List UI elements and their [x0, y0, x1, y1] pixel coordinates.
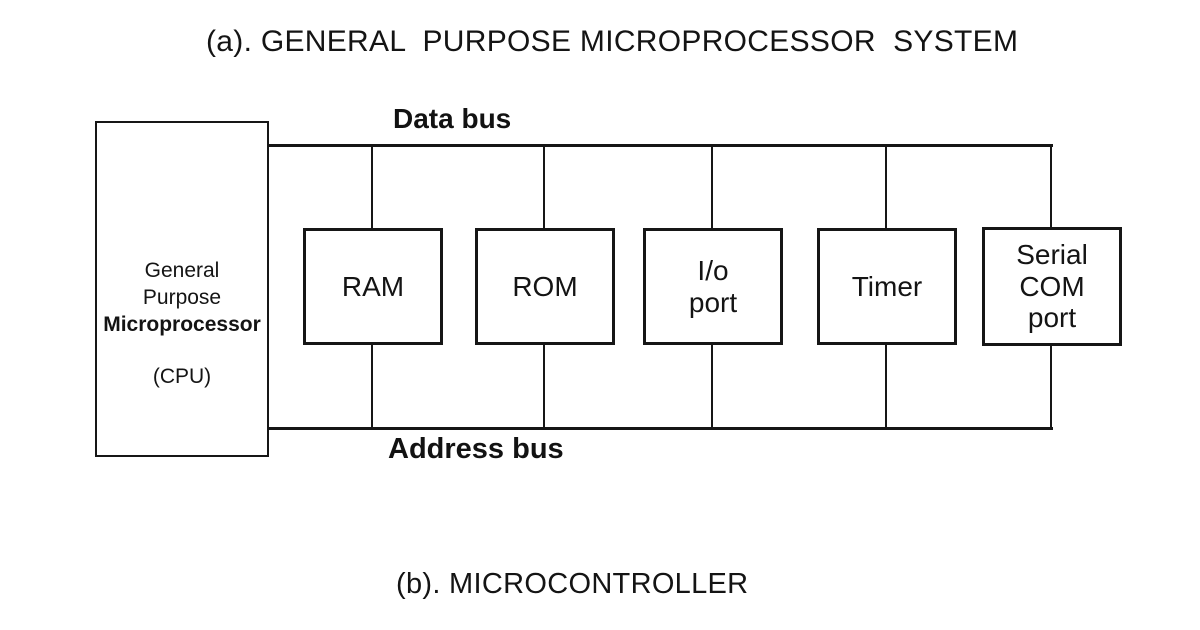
address-bus-connector-serial-com: [1050, 344, 1052, 428]
peripheral-label-timer: Timer: [851, 270, 923, 302]
data-bus-line: [269, 144, 1053, 147]
cpu-alias-text: (CPU): [152, 365, 212, 388]
peripheral-box-serial-com-port: Serial COM port: [982, 227, 1122, 346]
cpu-name-text: General Purpose: [142, 259, 222, 309]
cpu-box-label: General Purpose Microprocessor (CPU): [97, 257, 267, 390]
address-bus-connector-io-port: [711, 344, 713, 428]
address-bus-connector-ram: [371, 344, 373, 428]
data-bus-connector-rom: [543, 145, 545, 229]
peripheral-box-timer: Timer: [817, 228, 957, 345]
peripheral-label-serial-com-port: Serial COM port: [1016, 238, 1088, 334]
data-bus-connector-ram: [371, 145, 373, 229]
data-bus-label: Data bus: [393, 103, 512, 134]
address-bus-connector-rom: [543, 344, 545, 428]
address-bus-connector-timer: [885, 344, 887, 428]
peripheral-box-io-port: I/o port: [643, 228, 783, 345]
peripheral-box-ram: RAM: [303, 228, 443, 345]
address-bus-line: [269, 427, 1053, 430]
section-b-title: (b). MICROCONTROLLER: [396, 568, 749, 600]
data-bus-connector-io-port: [711, 145, 713, 229]
address-bus-label: Address bus: [388, 433, 564, 465]
peripheral-label-io-port: I/o port: [688, 254, 738, 318]
data-bus-connector-timer: [885, 145, 887, 229]
peripheral-label-rom: ROM: [512, 270, 578, 302]
data-bus-connector-serial-com: [1050, 145, 1052, 229]
cpu-microprocessor-text: Microprocessor: [103, 313, 261, 336]
peripheral-label-ram: RAM: [341, 270, 405, 302]
peripheral-box-rom: ROM: [475, 228, 615, 345]
section-a-title: (a). GENERAL PURPOSE MICROPROCESSOR SYST…: [206, 25, 1019, 58]
cpu-box: General Purpose Microprocessor (CPU): [95, 121, 269, 457]
